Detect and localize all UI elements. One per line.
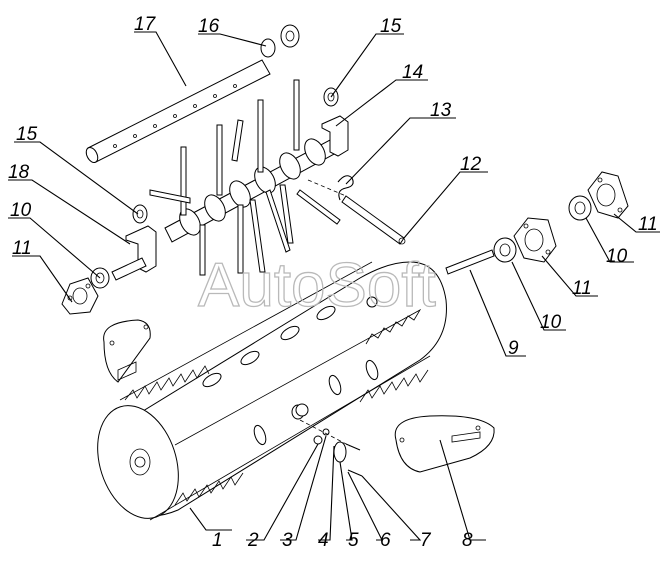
bearing-10-right: [568, 195, 592, 221]
clip-13: [337, 175, 354, 201]
bushing-16: [260, 24, 300, 58]
callout-4: 4: [318, 530, 329, 551]
teeth-strip-lower: [174, 472, 244, 506]
callout-5: 5: [348, 530, 359, 551]
callout-10-a: 10: [540, 312, 562, 333]
shaft-9: [445, 249, 495, 275]
callout-3: 3: [282, 530, 293, 551]
bearing-10-mid: [493, 237, 517, 263]
watermark-text: AutoSoft: [198, 251, 436, 320]
callout-11-a: 11: [572, 278, 592, 299]
callout-10-b: 10: [606, 246, 628, 267]
callout-7: 7: [420, 530, 432, 551]
leader-lines: [8, 31, 660, 541]
teeth-strip-middle: [174, 308, 422, 446]
callout-17: 17: [134, 14, 157, 35]
flange-housing-11-left: [61, 277, 99, 315]
callout-14: 14: [402, 62, 423, 83]
washer-15-left: [132, 204, 148, 224]
callout-8: 8: [462, 530, 473, 551]
callout-2: 2: [247, 530, 259, 551]
callout-15-a: 15: [380, 16, 402, 37]
callout-12: 12: [460, 154, 482, 175]
left-cover: [103, 319, 151, 383]
drum: [97, 261, 447, 521]
finger-rods: [149, 79, 341, 276]
callout-15-b: 15: [16, 124, 38, 145]
callout-10-c: 10: [10, 200, 32, 221]
callout-6: 6: [380, 530, 391, 551]
right-cover: [394, 415, 495, 473]
flange-housing-11-right: [587, 171, 629, 219]
callout-9: 9: [508, 338, 519, 359]
flange-housing-11-mid: [513, 217, 557, 263]
callout-18: 18: [8, 162, 30, 183]
teeth-strip-upper: [124, 365, 210, 401]
bracket-18: [125, 225, 157, 273]
callout-1: 1: [212, 530, 223, 551]
tube-17: [85, 59, 271, 163]
callout-labels: 1 2 3 4 5 6 7 8 9 10 10 10 10 11 11 11 1…: [8, 14, 658, 551]
bracket-14: [321, 115, 349, 157]
callout-13: 13: [430, 100, 452, 121]
fasteners: [295, 403, 363, 477]
shaft-12: [341, 195, 406, 245]
callout-11-c: 11: [12, 238, 32, 259]
callout-16: 16: [198, 16, 220, 37]
callout-11-b: 11: [638, 214, 658, 235]
